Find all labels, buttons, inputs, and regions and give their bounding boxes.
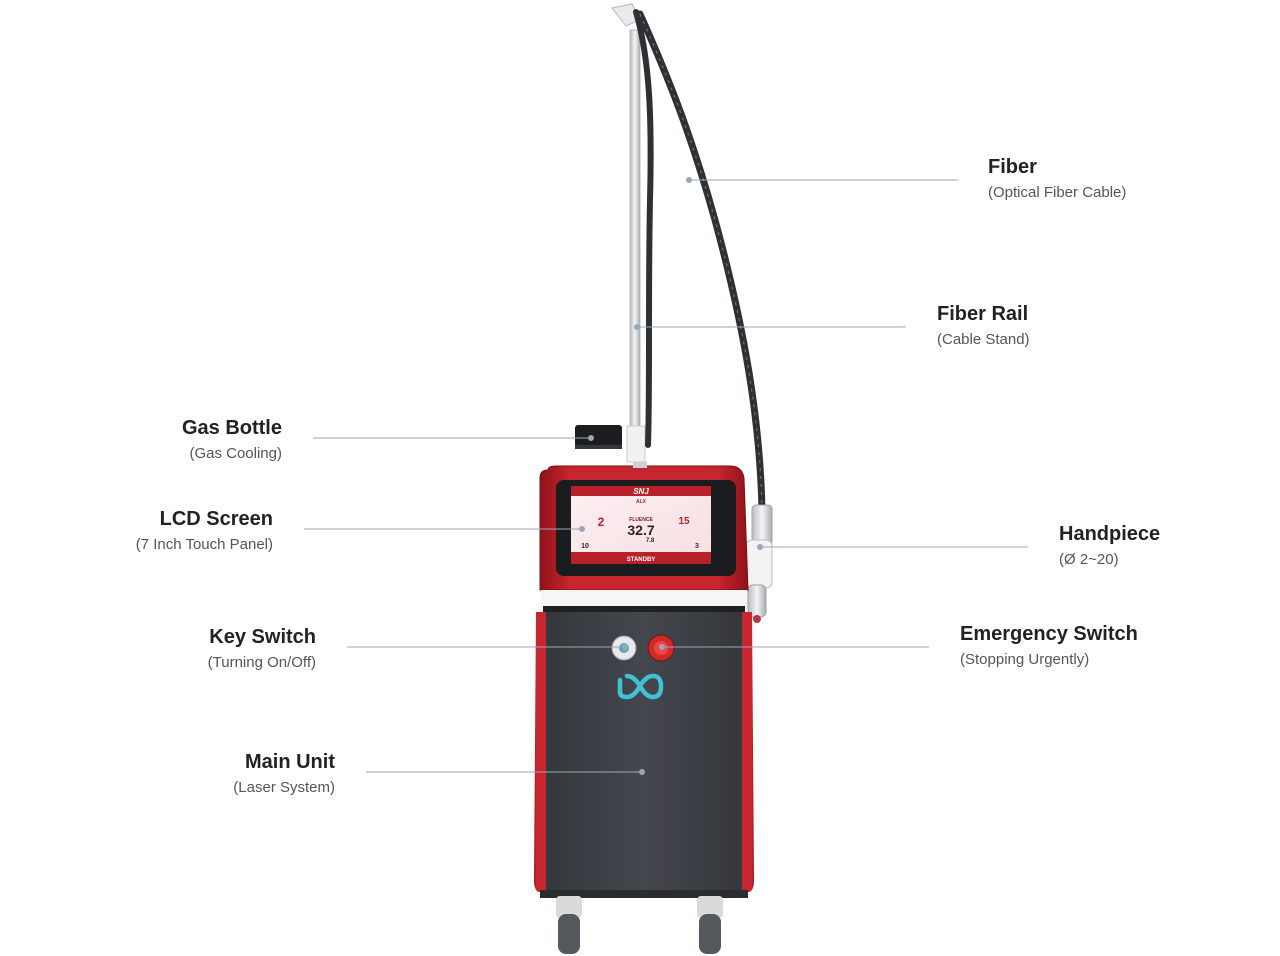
screen-spot-value: 10 (581, 543, 589, 550)
callout-lcd-title: LCD Screen (159, 508, 273, 530)
callout-fiber-subtitle: (Optical Fiber Cable) (988, 184, 1127, 201)
callout-rail-title: Fiber Rail (937, 303, 1029, 325)
lcd-screen: SNJ ALX 2 FLUENCE 32.7 7.8 15 10 3 STAND… (571, 486, 711, 564)
callout-emergency-subtitle: (Stopping Urgently) (960, 651, 1090, 668)
callout-handpiece-subtitle: (Ø 2~20) (1059, 551, 1119, 568)
leader-lines (304, 177, 1028, 775)
callout-key-title: Key Switch (209, 626, 316, 648)
callout-gas-title: Gas Bottle (181, 417, 282, 439)
callout-fiber-title: Fiber (988, 156, 1037, 178)
callout-main-title: Main Unit (245, 751, 335, 773)
callout-lcd-subtitle: (7 Inch Touch Panel) (135, 536, 273, 553)
callout-handpiece-title: Handpiece (1059, 523, 1161, 545)
screen-brand: SNJ (633, 487, 649, 496)
callout-key-subtitle: (Turning On/Off) (207, 654, 316, 671)
callout-fiber: Fiber (Optical Fiber Cable) (988, 155, 1126, 203)
callout-handpiece: Handpiece (Ø 2~20) (1059, 522, 1160, 570)
callout-main-unit: Main Unit (Laser System) (233, 750, 335, 798)
fiber-cable (633, 9, 766, 514)
callout-emergency-title: Emergency Switch (960, 623, 1138, 645)
callout-gas-subtitle: (Gas Cooling) (189, 445, 282, 462)
screen-energy-value: 7.8 (646, 538, 655, 544)
screen-fluence-label: FLUENCE (629, 517, 653, 523)
screen-right-bottom-value: 3 (695, 543, 699, 550)
callout-lcd-screen: LCD Screen (7 Inch Touch Panel) (136, 507, 273, 555)
fiber-rail (611, 3, 646, 463)
callout-key-switch: Key Switch (Turning On/Off) (208, 625, 316, 673)
callout-emergency-switch: Emergency Switch (Stopping Urgently) (960, 622, 1138, 670)
screen-status: STANDBY (627, 557, 656, 563)
wheel-left (556, 896, 582, 954)
main-unit (534, 590, 754, 898)
gas-bottle (575, 425, 622, 449)
callout-main-subtitle: (Laser System) (233, 779, 335, 796)
screen-left-value: 2 (598, 515, 605, 529)
handpiece (745, 504, 773, 623)
wheel-right (697, 896, 723, 954)
callout-rail-subtitle: (Cable Stand) (937, 331, 1030, 348)
brand-logo-icon (617, 673, 664, 700)
screen-mode: ALX (636, 499, 647, 505)
callout-gas-bottle: Gas Bottle (Gas Cooling) (182, 416, 282, 464)
screen-right-value: 15 (678, 516, 690, 527)
screen-fluence-value: 32.7 (627, 522, 654, 538)
callout-fiber-rail: Fiber Rail (Cable Stand) (937, 302, 1030, 350)
